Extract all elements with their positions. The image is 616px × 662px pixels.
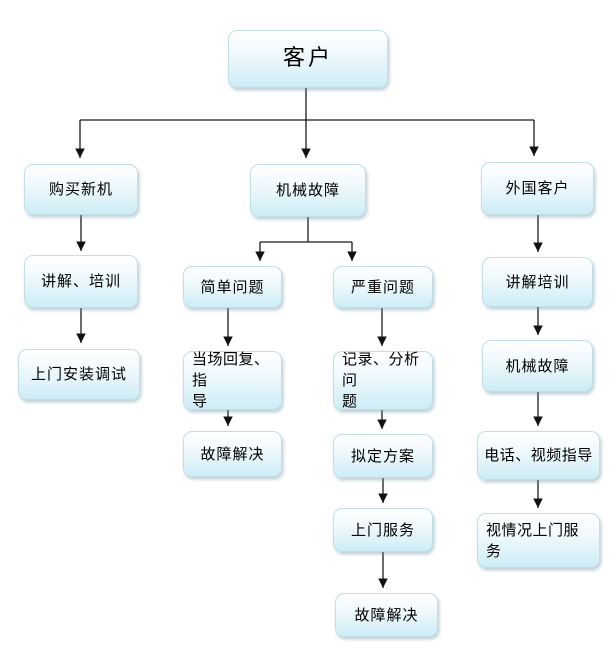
node-severe-problem: 严重问题	[333, 266, 433, 308]
node-label: 客户	[282, 45, 333, 71]
node-buy-new-machine: 购买新机	[24, 164, 138, 215]
node-label: 上门服务	[350, 520, 415, 539]
node-label: 外国客户	[505, 179, 570, 197]
node-label: 故障解决	[200, 444, 265, 463]
node-simple-problem: 简单问题	[183, 266, 282, 308]
node-mechanical-fault-right: 机械故障	[482, 340, 593, 392]
node-label: 上门安装调试	[30, 365, 127, 383]
node-record-analyze-problem: 记录、分析问 题	[333, 350, 433, 410]
node-fault-resolved-simple: 故障解决	[183, 431, 282, 477]
node-fault-resolved-severe: 故障解决	[335, 593, 438, 637]
node-draft-plan: 拟定方案	[333, 434, 433, 478]
node-label: 拟定方案	[350, 446, 415, 465]
node-label: 机械故障	[505, 356, 570, 375]
node-label: 简单问题	[200, 277, 265, 296]
node-label: 严重问题	[350, 277, 415, 296]
node-onsite-install-debug: 上门安装调试	[18, 349, 140, 400]
node-label: 讲解培训	[505, 272, 570, 291]
node-foreign-customer: 外国客户	[481, 162, 594, 215]
node-onsite-service-case: 视情况上门服 务	[477, 513, 600, 568]
node-label: 故障解决	[354, 605, 419, 624]
node-onsite-service: 上门服务	[333, 508, 433, 552]
node-label: 视情况上门服 务	[486, 520, 580, 560]
node-label: 机械故障	[275, 181, 340, 199]
node-label: 当场回复、指 导	[192, 350, 270, 410]
node-explain-training-right: 讲解培训	[482, 257, 593, 307]
node-customer: 客户	[228, 30, 388, 88]
node-label: 购买新机	[48, 180, 113, 198]
node-explain-training-left: 讲解、培训	[24, 255, 138, 308]
node-mechanical-fault: 机械故障	[250, 164, 366, 217]
node-onspot-reply-guide: 当场回复、指 导	[183, 350, 282, 410]
node-label: 记录、分析问 题	[342, 350, 420, 410]
node-label: 电话、视频指导	[484, 446, 593, 464]
node-phone-video-guide: 电话、视频指导	[477, 431, 600, 480]
node-label: 讲解、培训	[40, 272, 121, 290]
